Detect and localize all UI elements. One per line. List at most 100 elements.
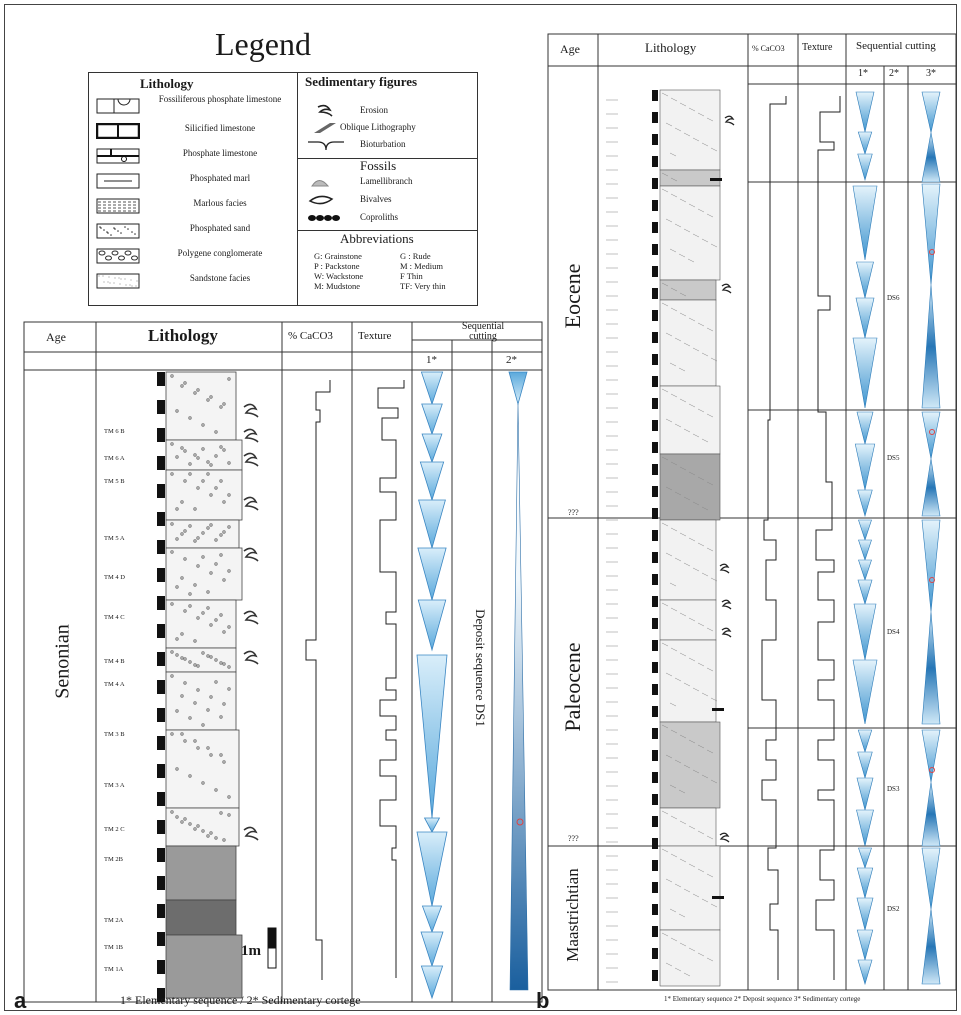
cortege-triangle [922, 782, 940, 846]
cortege-triangle [922, 92, 940, 133]
scale-block [652, 640, 658, 651]
erosion-mark [720, 564, 729, 573]
scale-block [652, 134, 658, 145]
scale-block [652, 222, 658, 233]
panel-b-header-seq: Sequential cutting [856, 40, 936, 52]
scale-block [652, 486, 658, 497]
elementary-sequence-triangle [857, 412, 873, 444]
cortege-triangle [922, 612, 940, 724]
erosion-mark [722, 284, 731, 293]
scale-block [652, 310, 658, 321]
scale-block [652, 530, 658, 541]
cortege-triangle [922, 285, 940, 408]
stratum [660, 722, 720, 808]
scale-block [652, 882, 658, 893]
scale-block [652, 838, 658, 849]
elementary-sequence-triangle [855, 444, 875, 490]
cortege-triangle [922, 520, 940, 612]
scale-block [652, 970, 658, 981]
scale-block [652, 288, 658, 299]
stratum [660, 280, 716, 300]
cortege-triangle [922, 412, 940, 459]
stratum [660, 90, 720, 170]
erosion-mark [725, 116, 734, 125]
panel-b-seq-ds6: DS6 [887, 294, 899, 302]
bioturbation-icon [306, 138, 346, 152]
stratum [660, 520, 716, 600]
elementary-sequence-triangle [857, 778, 873, 810]
panel-b-seq-ds5: DS5 [887, 454, 899, 462]
panel-b-seq-ds3: DS3 [887, 785, 899, 793]
elementary-sequence-triangle [859, 848, 872, 868]
elementary-sequence-triangle [858, 580, 872, 604]
stratum [660, 386, 720, 454]
scale-block [652, 750, 658, 761]
elementary-sequence-triangle [853, 338, 877, 408]
panel-b-header-caco3: % CaCO3 [752, 44, 785, 53]
sandstone-facies-swatch-icon [96, 273, 140, 289]
elementary-sequence-triangle [857, 868, 873, 898]
elementary-sequence-triangle [859, 540, 872, 560]
scale-block [652, 794, 658, 805]
erosion-icon [306, 104, 346, 118]
elementary-sequence-triangle [853, 186, 877, 260]
elementary-sequence-triangle [858, 154, 873, 180]
phosphated-sand-swatch-icon [96, 223, 140, 239]
elementary-sequence-triangle [856, 298, 874, 338]
scale-block [652, 508, 658, 519]
stratum [660, 808, 716, 846]
scale-block [652, 200, 658, 211]
scale-block [652, 552, 658, 563]
panel-b-letter: b [536, 988, 549, 1014]
marlous-facies-swatch-icon [96, 198, 140, 214]
scale-block [652, 684, 658, 695]
cortege-triangle [922, 459, 940, 516]
scale-block [652, 948, 658, 959]
phosphate-limestone-swatch-icon [96, 148, 140, 164]
elementary-sequence-triangle [857, 898, 873, 930]
scale-block [652, 904, 658, 915]
cortege-triangle [922, 848, 940, 909]
phosphated-marl-swatch-icon [96, 173, 140, 189]
oblique-mark [712, 708, 724, 711]
elementary-sequence-triangle [859, 520, 872, 540]
panel-b-question-1: ??? [568, 508, 579, 517]
elementary-sequence-triangle [854, 604, 876, 660]
scale-block [652, 398, 658, 409]
cortege-triangle [922, 909, 940, 984]
scale-block [652, 464, 658, 475]
scale-block [652, 442, 658, 453]
panel-b-header-seq2: 2* [889, 68, 899, 79]
scale-block [652, 354, 658, 365]
scale-block [652, 266, 658, 277]
stratum [660, 846, 720, 930]
elementary-sequence-triangle [858, 960, 872, 984]
panel-b-header-seq3: 3* [926, 68, 936, 79]
scale-block [652, 244, 658, 255]
panel-b-seq-ds2: DS2 [887, 905, 899, 913]
scale-block [652, 596, 658, 607]
erosion-mark [720, 833, 729, 842]
elementary-sequence-triangle [857, 262, 874, 298]
scale-block [652, 574, 658, 585]
oblique-lithography-icon [306, 121, 346, 135]
stratum [660, 930, 720, 986]
oblique-mark [710, 178, 722, 181]
elementary-sequence-triangle [859, 560, 872, 580]
elementary-sequence-triangle [857, 810, 874, 846]
scale-block [652, 420, 658, 431]
panel-b-seq-ds4: DS4 [887, 628, 899, 636]
elementary-sequence-triangle [857, 930, 873, 960]
elementary-sequence-triangle [853, 660, 877, 724]
panel-b-question-2: ??? [568, 834, 579, 843]
stratum [660, 600, 716, 640]
stratum [660, 640, 716, 722]
cortege-triangle [922, 133, 940, 183]
stratum [660, 186, 720, 280]
scale-block [652, 926, 658, 937]
elementary-sequence-triangle [858, 132, 872, 154]
oblique-mark [712, 896, 724, 899]
panel-b-header-seq1: 1* [858, 68, 868, 79]
caco3-curve [762, 96, 786, 980]
